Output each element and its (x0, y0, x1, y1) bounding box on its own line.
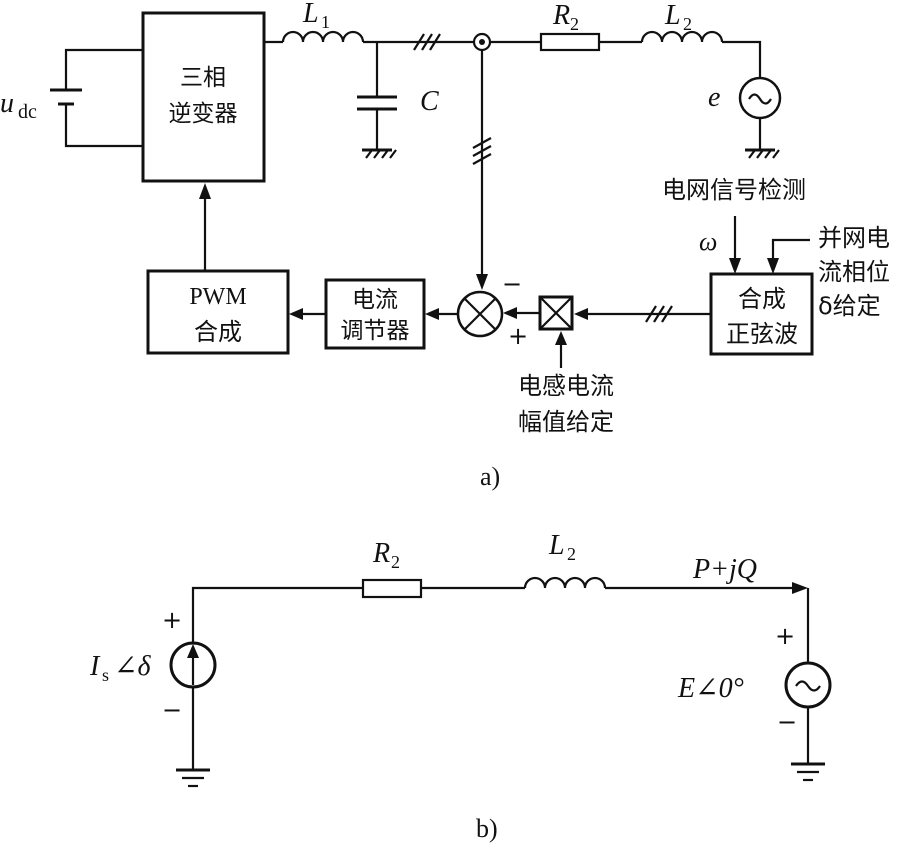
inverter-label-line1: 三相 (180, 65, 226, 91)
sine-to-multiplier-line (574, 305, 711, 323)
top-bus: L 1 (264, 0, 473, 51)
inductor-l2-b-label: L (548, 530, 565, 561)
sine-synthesis-block: 合成 正弦波 (709, 272, 814, 356)
inverter-label-line2: 逆变器 (169, 101, 238, 127)
inductor-l2-b: L 2 P+jQ (523, 530, 810, 663)
phase-ref-line2: 流相位 (818, 258, 890, 286)
three-phase-inverter: 三相 逆变器 (141, 11, 266, 183)
voltage-source-plus: + (775, 622, 795, 650)
inductor-l1 (281, 30, 365, 43)
regulator-line1: 电流 (352, 287, 398, 313)
dc-source-subscript: dc (18, 101, 37, 123)
inductor-l2 (640, 30, 724, 43)
phase-ref-line1: 并网电 (818, 224, 890, 252)
summer-minus-sign: − (502, 270, 522, 298)
voltage-source-label: E∠0° (677, 673, 744, 704)
current-sensor-node (472, 32, 492, 52)
resistor-r2-label: R (552, 0, 570, 31)
amplitude-ref-line2: 幅值给定 (518, 408, 614, 436)
figure-b: + − I s ∠δ R 2 L 2 P+jQ (89, 530, 832, 843)
resistor-r2-b-label: R (372, 538, 390, 569)
summing-junction: − + (456, 270, 528, 350)
current-source-label: I (89, 651, 101, 682)
resistor-r2-b-subscript: 2 (391, 552, 400, 572)
omega-label: ω (699, 227, 717, 256)
capacitor-label: C (420, 86, 439, 117)
phase-ref-line3: δ给定 (818, 292, 881, 320)
pwm-line1: PWM (189, 284, 246, 310)
figure-a-caption: a) (480, 462, 500, 491)
voltage-source-minus: − (777, 708, 797, 736)
current-source-minus: − (162, 696, 182, 724)
current-regulator-block: 电流 调节器 (324, 278, 426, 350)
grid-source-label: e (708, 82, 720, 113)
current-source: + − I s ∠δ (89, 586, 363, 788)
grid-detect-label: 电网信号检测 (662, 176, 806, 204)
current-source-subscript: s (102, 665, 109, 685)
summer-to-regulator-arrow (425, 308, 458, 320)
inductor1-subscript: 1 (321, 12, 330, 32)
voltage-source-e: + − E∠0° (677, 622, 832, 782)
capacitor-c: C (357, 42, 439, 159)
grid-source-e: e (708, 76, 782, 159)
inductor-l2-b-subscript: 2 (567, 544, 576, 564)
resistor-r2 (539, 32, 601, 52)
summer-plus-sign: + (508, 322, 528, 350)
resistor-r2-b: R 2 (361, 538, 525, 599)
multiplier-block: 电感电流 幅值给定 (503, 295, 614, 436)
inductor-l2-label: L (664, 0, 681, 31)
grid-detection: 电网信号检测 ω (662, 176, 806, 274)
figure-a: u dc 三相 逆变器 L 1 (0, 0, 890, 491)
pwm-synthesis-block: PWM 合成 (146, 269, 290, 355)
pwm-line2: 合成 (194, 318, 242, 346)
dc-source: u dc (0, 48, 143, 148)
current-source-plus: + (162, 606, 182, 634)
regulator-to-pwm-arrow (289, 308, 326, 320)
figure-b-caption: b) (476, 814, 498, 843)
dc-source-label: u (0, 88, 14, 119)
amplitude-ref-line1: 电感电流 (518, 372, 614, 400)
current-source-angle: ∠δ (114, 651, 151, 682)
regulator-line2: 调节器 (341, 318, 410, 344)
grid-side-branch: R 2 L 2 (490, 0, 762, 78)
power-flow-label: P+jQ (692, 554, 757, 585)
sine-block-line2: 正弦波 (726, 320, 798, 348)
pwm-to-inverter-arrow (199, 183, 211, 271)
sine-block-line1: 合成 (738, 285, 786, 313)
current-feedback-line (472, 50, 492, 290)
inductor1-label: L (302, 0, 319, 29)
phase-reference: 并网电 流相位 δ给定 (767, 224, 890, 320)
resistor-r2-subscript: 2 (570, 14, 579, 34)
inductor-l2-subscript: 2 (683, 14, 692, 34)
